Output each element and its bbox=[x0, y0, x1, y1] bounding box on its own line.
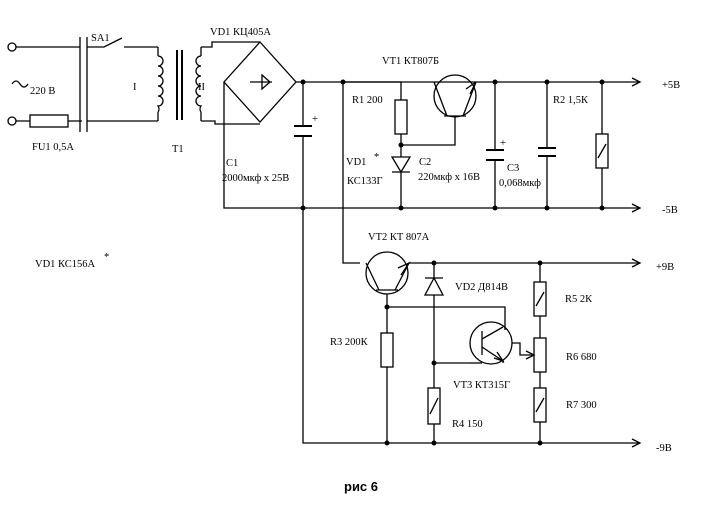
zener-vd2-icon bbox=[423, 276, 445, 296]
vt3-emitter-arrow-icon bbox=[493, 351, 505, 363]
mains-terminal-bottom bbox=[7, 116, 17, 126]
label-c3-value: 0,068мкф bbox=[499, 178, 541, 189]
label-sa1: SA1 bbox=[91, 33, 110, 44]
regulator-9v bbox=[302, 82, 640, 444]
out-m9-arrow-icon bbox=[631, 438, 642, 448]
label-vt2: VT2 КТ 807А bbox=[368, 232, 430, 243]
label-r6: R6 680 bbox=[566, 352, 597, 363]
label-out-p5: +5В bbox=[662, 80, 680, 91]
primary-winding bbox=[156, 55, 164, 113]
capacitor-c3 bbox=[538, 82, 556, 208]
regulator-5v bbox=[343, 74, 477, 208]
label-note: VD1 КС156А bbox=[35, 259, 96, 270]
label-vd1-asterisk: * bbox=[374, 152, 379, 163]
label-vt1: VT1 КТ807Б bbox=[382, 56, 439, 67]
resistor-r1 bbox=[394, 99, 408, 135]
resistor-r4 bbox=[427, 387, 441, 425]
label-c1-plus: + bbox=[312, 114, 318, 125]
label-c1-value: 2000мкф х 25В bbox=[222, 173, 289, 184]
label-fu1: FU1 0,5A bbox=[32, 142, 74, 153]
label-r4: R4 150 bbox=[452, 419, 483, 430]
label-c3-name: C3 bbox=[507, 163, 519, 174]
secondary-winding bbox=[195, 55, 203, 113]
label-r3: R3 200К bbox=[330, 337, 369, 348]
label-r7: R7 300 bbox=[566, 400, 597, 411]
mains-terminal-top bbox=[7, 42, 17, 52]
label-t1: T1 bbox=[172, 144, 184, 155]
label-vt3: VT3 КТ315Г bbox=[453, 380, 510, 391]
label-winding2: II bbox=[198, 82, 205, 93]
labels: SA1 220 В FU1 0,5A I II T1 VD1 КЦ405А VT… bbox=[30, 27, 680, 494]
bridge-diode-icon bbox=[250, 73, 272, 91]
label-out-p9: +9В bbox=[656, 262, 674, 273]
label-c1-name: C1 bbox=[226, 158, 238, 169]
label-out-m9: -9В bbox=[656, 443, 672, 454]
label-c2-name: C2 bbox=[419, 157, 431, 168]
capacitor-c1 bbox=[294, 82, 312, 208]
resistor-r2 bbox=[595, 82, 609, 208]
label-r1: R1 200 bbox=[352, 95, 383, 106]
transformer-core bbox=[176, 50, 183, 120]
potentiometer-r6 bbox=[533, 337, 547, 373]
label-winding1: I bbox=[133, 82, 137, 93]
transformer-t1 bbox=[156, 41, 260, 125]
label-r5: R5 2К bbox=[565, 294, 593, 305]
fuse-fu1 bbox=[29, 114, 69, 128]
ac-symbol-icon bbox=[11, 80, 29, 88]
capacitor-c2 bbox=[486, 82, 504, 208]
label-c2-value: 220мкф х 16В bbox=[418, 172, 480, 183]
label-c2-plus: + bbox=[500, 138, 506, 149]
label-note-asterisk: * bbox=[104, 252, 109, 263]
label-out-m5: -5В bbox=[662, 205, 678, 216]
vt2-emitter-arrow-icon bbox=[397, 261, 411, 276]
junction-dots bbox=[300, 79, 605, 446]
label-vd1-zener: VD1 bbox=[346, 157, 366, 168]
out-p5-arrow-icon bbox=[631, 77, 642, 87]
zener-vd1-icon bbox=[390, 156, 412, 174]
figure-caption: рис 6 bbox=[344, 479, 378, 494]
label-vd1-bridge: VD1 КЦ405А bbox=[210, 27, 271, 38]
transistor-vt1 bbox=[433, 74, 477, 118]
resistor-r7 bbox=[533, 387, 547, 423]
out-p9-arrow-icon bbox=[631, 258, 642, 268]
resistor-r5 bbox=[533, 281, 547, 317]
resistor-r3 bbox=[380, 332, 394, 368]
transistor-vt3 bbox=[469, 321, 513, 365]
mains-input bbox=[7, 42, 82, 128]
vt1-emitter-arrow-icon bbox=[465, 81, 477, 95]
label-r2: R2 1,5К bbox=[553, 95, 589, 106]
label-mains: 220 В bbox=[30, 86, 55, 97]
label-vd1-zener-type: КС133Г bbox=[347, 176, 383, 187]
label-vd2: VD2 Д814В bbox=[455, 282, 508, 293]
switch-sa1 bbox=[79, 37, 158, 132]
out-m5-arrow-icon bbox=[631, 203, 642, 213]
